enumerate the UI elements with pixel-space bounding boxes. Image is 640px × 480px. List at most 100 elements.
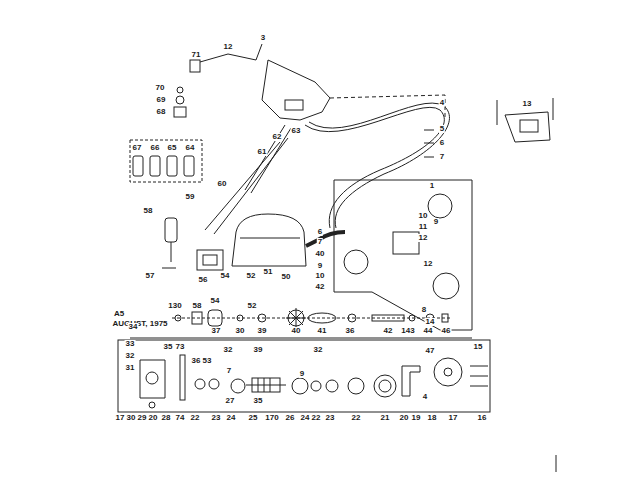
callout-number: 7	[439, 153, 445, 161]
callout-number: 34	[128, 323, 139, 331]
callout-number: 143	[400, 327, 415, 335]
callout-number: 10	[418, 212, 429, 220]
callout-number: 25	[248, 414, 259, 422]
callout-number: AUGUST, 1975	[111, 320, 168, 328]
switch-box	[203, 255, 217, 265]
washer	[348, 314, 356, 322]
switch	[167, 156, 177, 176]
callout-number: 67	[132, 144, 143, 152]
callout-number: 30	[126, 414, 137, 422]
callout-number: 52	[247, 302, 258, 310]
callout-number: 54	[210, 297, 221, 305]
callout-number: 59	[185, 193, 196, 201]
callout-number: 24	[300, 414, 311, 422]
trigger	[285, 100, 303, 110]
callout-number: 16	[477, 414, 488, 422]
callout-number: 65	[167, 144, 178, 152]
callout-number: 57	[145, 272, 156, 280]
armature-winding	[246, 378, 286, 392]
callout-number: 54	[220, 272, 231, 280]
switch	[393, 232, 419, 254]
shaft-tube	[245, 125, 291, 193]
callout-number: 51	[263, 268, 274, 276]
switch	[184, 156, 194, 176]
callout-number: 9	[299, 370, 305, 378]
brush-holder	[180, 355, 185, 400]
bracket	[402, 366, 420, 396]
callout-number: 27	[225, 397, 236, 405]
callout-number: 35	[253, 397, 264, 405]
callout-number: 22	[311, 414, 322, 422]
guard-slot	[520, 120, 538, 132]
callout-number: 70	[155, 84, 166, 92]
washer	[326, 380, 338, 392]
callout-number: 71	[191, 51, 202, 59]
washer	[175, 315, 181, 321]
bearing	[231, 379, 245, 393]
callout-number: 36	[345, 327, 356, 335]
guard	[505, 112, 550, 142]
callout-number: 63	[291, 127, 302, 135]
callout-number: 19	[411, 414, 422, 422]
cord	[200, 44, 262, 62]
callout-number: 22	[351, 414, 362, 422]
callout-number: 64	[185, 144, 196, 152]
callout-number: 12	[423, 260, 434, 268]
group-box	[118, 340, 490, 412]
bracket	[497, 98, 553, 125]
callout-number: 17	[115, 414, 126, 422]
callout-number: 40	[291, 327, 302, 335]
ring	[379, 380, 391, 392]
switch-group	[130, 140, 202, 182]
callout-number: 73	[175, 343, 186, 351]
callout-number: 26	[285, 414, 296, 422]
panel	[334, 180, 472, 330]
washer	[409, 315, 415, 321]
callout-number: 61	[257, 148, 268, 156]
callout-number: 52	[246, 272, 257, 280]
callout-number: 170	[264, 414, 279, 422]
callout-number: 10	[315, 272, 326, 280]
callout-number: A5	[113, 310, 125, 318]
callout-number: 14	[425, 318, 436, 326]
callout-number: 4	[439, 99, 445, 107]
housing-rib	[240, 238, 300, 239]
ring	[348, 378, 364, 394]
wheel	[344, 250, 368, 274]
callout-number: 32	[223, 346, 234, 354]
bearing	[292, 378, 308, 394]
callout-number: 47	[425, 347, 436, 355]
callout-number: 9	[317, 262, 323, 270]
washer	[209, 379, 219, 389]
cap	[442, 314, 448, 322]
callout-number: 35	[163, 343, 174, 351]
callout-number: 46	[441, 327, 452, 335]
callout-number: 60	[217, 180, 228, 188]
callout-number: 5	[439, 125, 445, 133]
callout-number: 6	[439, 139, 445, 147]
callout-number: 69	[156, 96, 167, 104]
disc	[308, 313, 336, 323]
washer	[237, 315, 243, 321]
knob	[165, 218, 177, 242]
callout-number: 74	[175, 414, 186, 422]
callout-number: 30	[235, 327, 246, 335]
callout-number: 36	[191, 357, 202, 365]
callout-number: 20	[399, 414, 410, 422]
callout-number: 32	[313, 346, 324, 354]
screw	[162, 242, 176, 268]
callout-number: 58	[143, 207, 154, 215]
bearing	[146, 372, 158, 384]
callout-number: 22	[190, 414, 201, 422]
callout-number: 17	[448, 414, 459, 422]
callout-number: 37	[211, 327, 222, 335]
callout-number: 21	[380, 414, 391, 422]
callout-number: 13	[522, 100, 533, 108]
callout-number: 53	[202, 357, 213, 365]
callout-number: 39	[257, 327, 268, 335]
callout-number: 41	[317, 327, 328, 335]
callout-number: 68	[156, 108, 167, 116]
fan-blade	[286, 308, 306, 328]
callout-number: 12	[223, 43, 234, 51]
